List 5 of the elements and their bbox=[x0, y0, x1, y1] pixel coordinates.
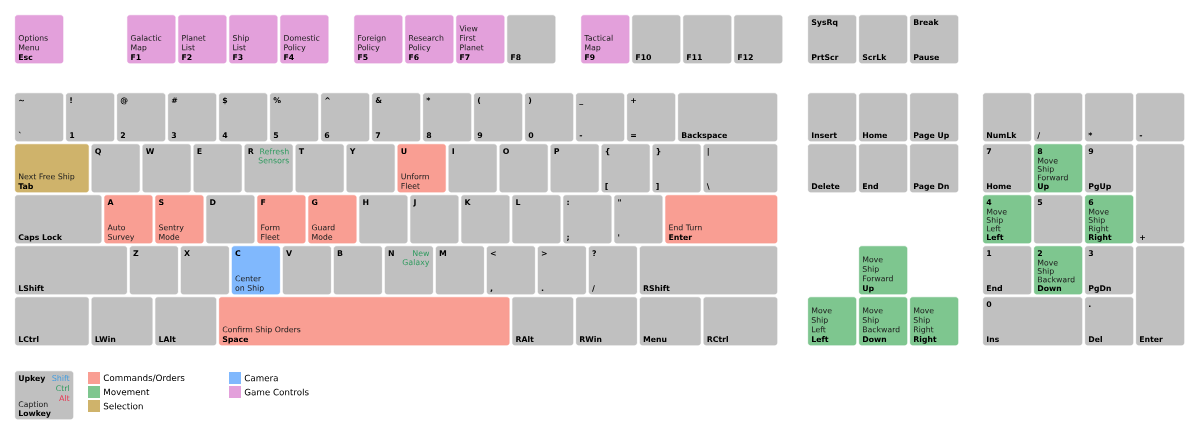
legend-item: Movement bbox=[88, 386, 150, 398]
legend-item: Selection bbox=[88, 400, 143, 412]
legend-item: Camera bbox=[229, 372, 278, 384]
legend-item: Commands/Orders bbox=[88, 372, 185, 384]
legend-item: Game Controls bbox=[229, 386, 309, 398]
